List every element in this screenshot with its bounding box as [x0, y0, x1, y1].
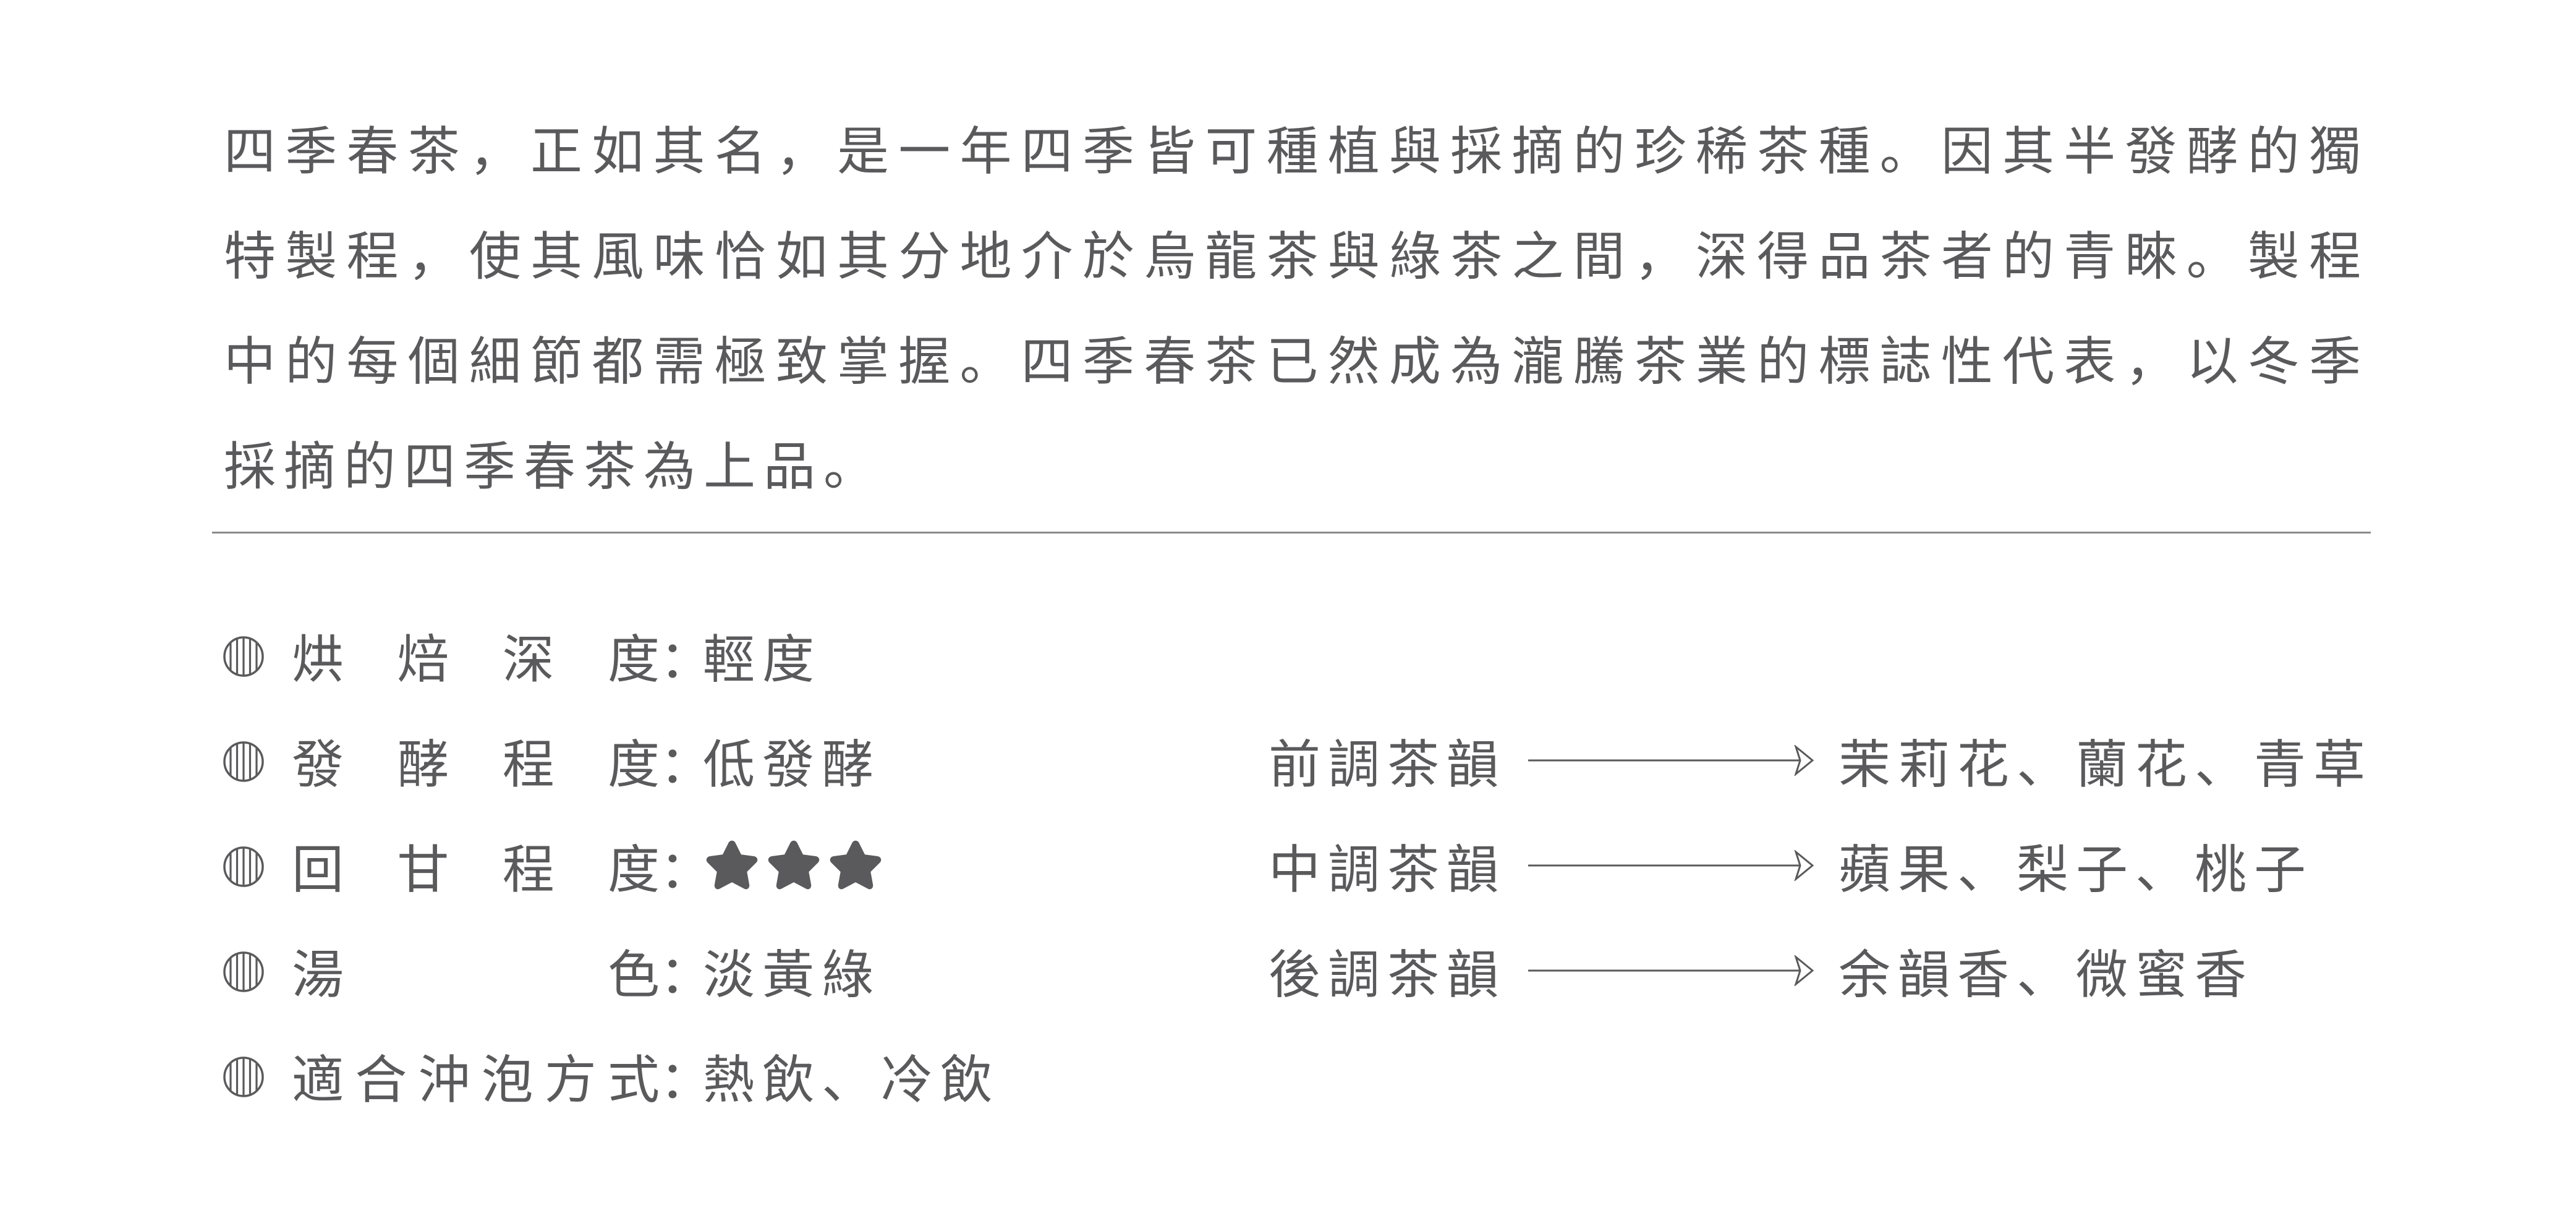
label-char: 式 — [607, 1049, 660, 1110]
arrow-right-icon — [1528, 955, 1814, 986]
spec-label: 回 甘 程 度 — [292, 828, 660, 903]
spec-label: 湯 色 — [292, 933, 660, 1008]
arrow-right-icon — [1528, 745, 1814, 776]
note-value: 余韻香、微蜜香 — [1838, 944, 2255, 1005]
label-char: 烘 — [292, 629, 344, 690]
intro-paragraph: 四季春茶，正如其名，是一年四季皆可種植與採摘的珍稀茶種。因其半發酵的獨特製程，使… — [224, 121, 2369, 497]
note-label: 後調茶韻 — [1269, 944, 1507, 1005]
striped-circle-icon — [223, 636, 264, 677]
label-char: 程 — [502, 839, 555, 900]
spec-aftertaste: 回 甘 程 度 ： — [223, 813, 1212, 918]
tasting-notes-list: 前調茶韻 茉莉花、蘭花、青草 中調茶韻 蘋果、梨子、桃子 後調茶韻 余韻香、微蜜… — [1269, 708, 2381, 1023]
star-icon — [706, 840, 758, 890]
note-value: 茉莉花、蘭花、青草 — [1838, 734, 2373, 795]
colon: ： — [660, 839, 712, 900]
note-top: 前調茶韻 茉莉花、蘭花、青草 — [1269, 708, 2381, 813]
spec-brewing-method: 適 合 沖 泡 方 式 ： 熱飲、冷飲 — [223, 1023, 1212, 1128]
colon: ： — [660, 734, 712, 795]
label-char: 度 — [607, 629, 660, 690]
note-label: 中調茶韻 — [1269, 839, 1507, 900]
label-char: 甘 — [397, 839, 449, 900]
spec-label: 適 合 沖 泡 方 式 — [292, 1039, 660, 1113]
note-value: 蘋果、梨子、桃子 — [1838, 839, 2314, 900]
tea-specs-list: 烘 焙 深 度 ： 輕度 發 酵 程 度 ： 低發酵 — [223, 603, 1212, 1128]
label-char: 色 — [607, 944, 660, 1005]
spec-value: 淡黃綠 — [703, 944, 882, 1005]
note-middle: 中調茶韻 蘋果、梨子、桃子 — [1269, 813, 2381, 918]
striped-circle-icon — [223, 1057, 264, 1097]
label-char: 湯 — [292, 944, 344, 1005]
label-char: 適 — [292, 1049, 344, 1110]
striped-circle-icon — [223, 741, 264, 782]
label-char: 度 — [607, 734, 660, 795]
spec-value: 輕度 — [703, 629, 822, 690]
label-char: 方 — [544, 1049, 597, 1110]
arrow-right-icon — [1528, 850, 1814, 881]
star-icon — [830, 840, 882, 890]
label-char: 酵 — [397, 734, 449, 795]
label-char: 沖 — [418, 1049, 470, 1110]
label-char: 泡 — [481, 1049, 533, 1110]
colon: ： — [660, 1049, 712, 1110]
star-rating — [703, 838, 885, 893]
label-char: 發 — [292, 734, 344, 795]
label-char: 焙 — [397, 629, 449, 690]
note-base: 後調茶韻 余韻香、微蜜香 — [1269, 918, 2381, 1023]
colon: ： — [660, 944, 712, 1005]
label-char: 回 — [292, 839, 344, 900]
label-char: 合 — [355, 1049, 407, 1110]
striped-circle-icon — [223, 951, 264, 992]
spec-roast-depth: 烘 焙 深 度 ： 輕度 — [223, 603, 1212, 708]
section-divider — [212, 532, 2371, 534]
spec-value: 熱飲、冷飲 — [703, 1049, 1000, 1110]
label-char: 度 — [607, 839, 660, 900]
star-icon — [768, 840, 820, 890]
note-label: 前調茶韻 — [1269, 734, 1507, 795]
spec-label: 發 酵 程 度 — [292, 723, 660, 798]
colon: ： — [660, 629, 712, 690]
label-char: 深 — [502, 629, 555, 690]
spec-value: 低發酵 — [703, 734, 882, 795]
label-char: 程 — [502, 734, 555, 795]
spec-liquor-color: 湯 色 ： 淡黃綠 — [223, 918, 1212, 1023]
striped-circle-icon — [223, 846, 264, 887]
spec-fermentation: 發 酵 程 度 ： 低發酵 — [223, 708, 1212, 813]
spec-label: 烘 焙 深 度 — [292, 618, 660, 693]
